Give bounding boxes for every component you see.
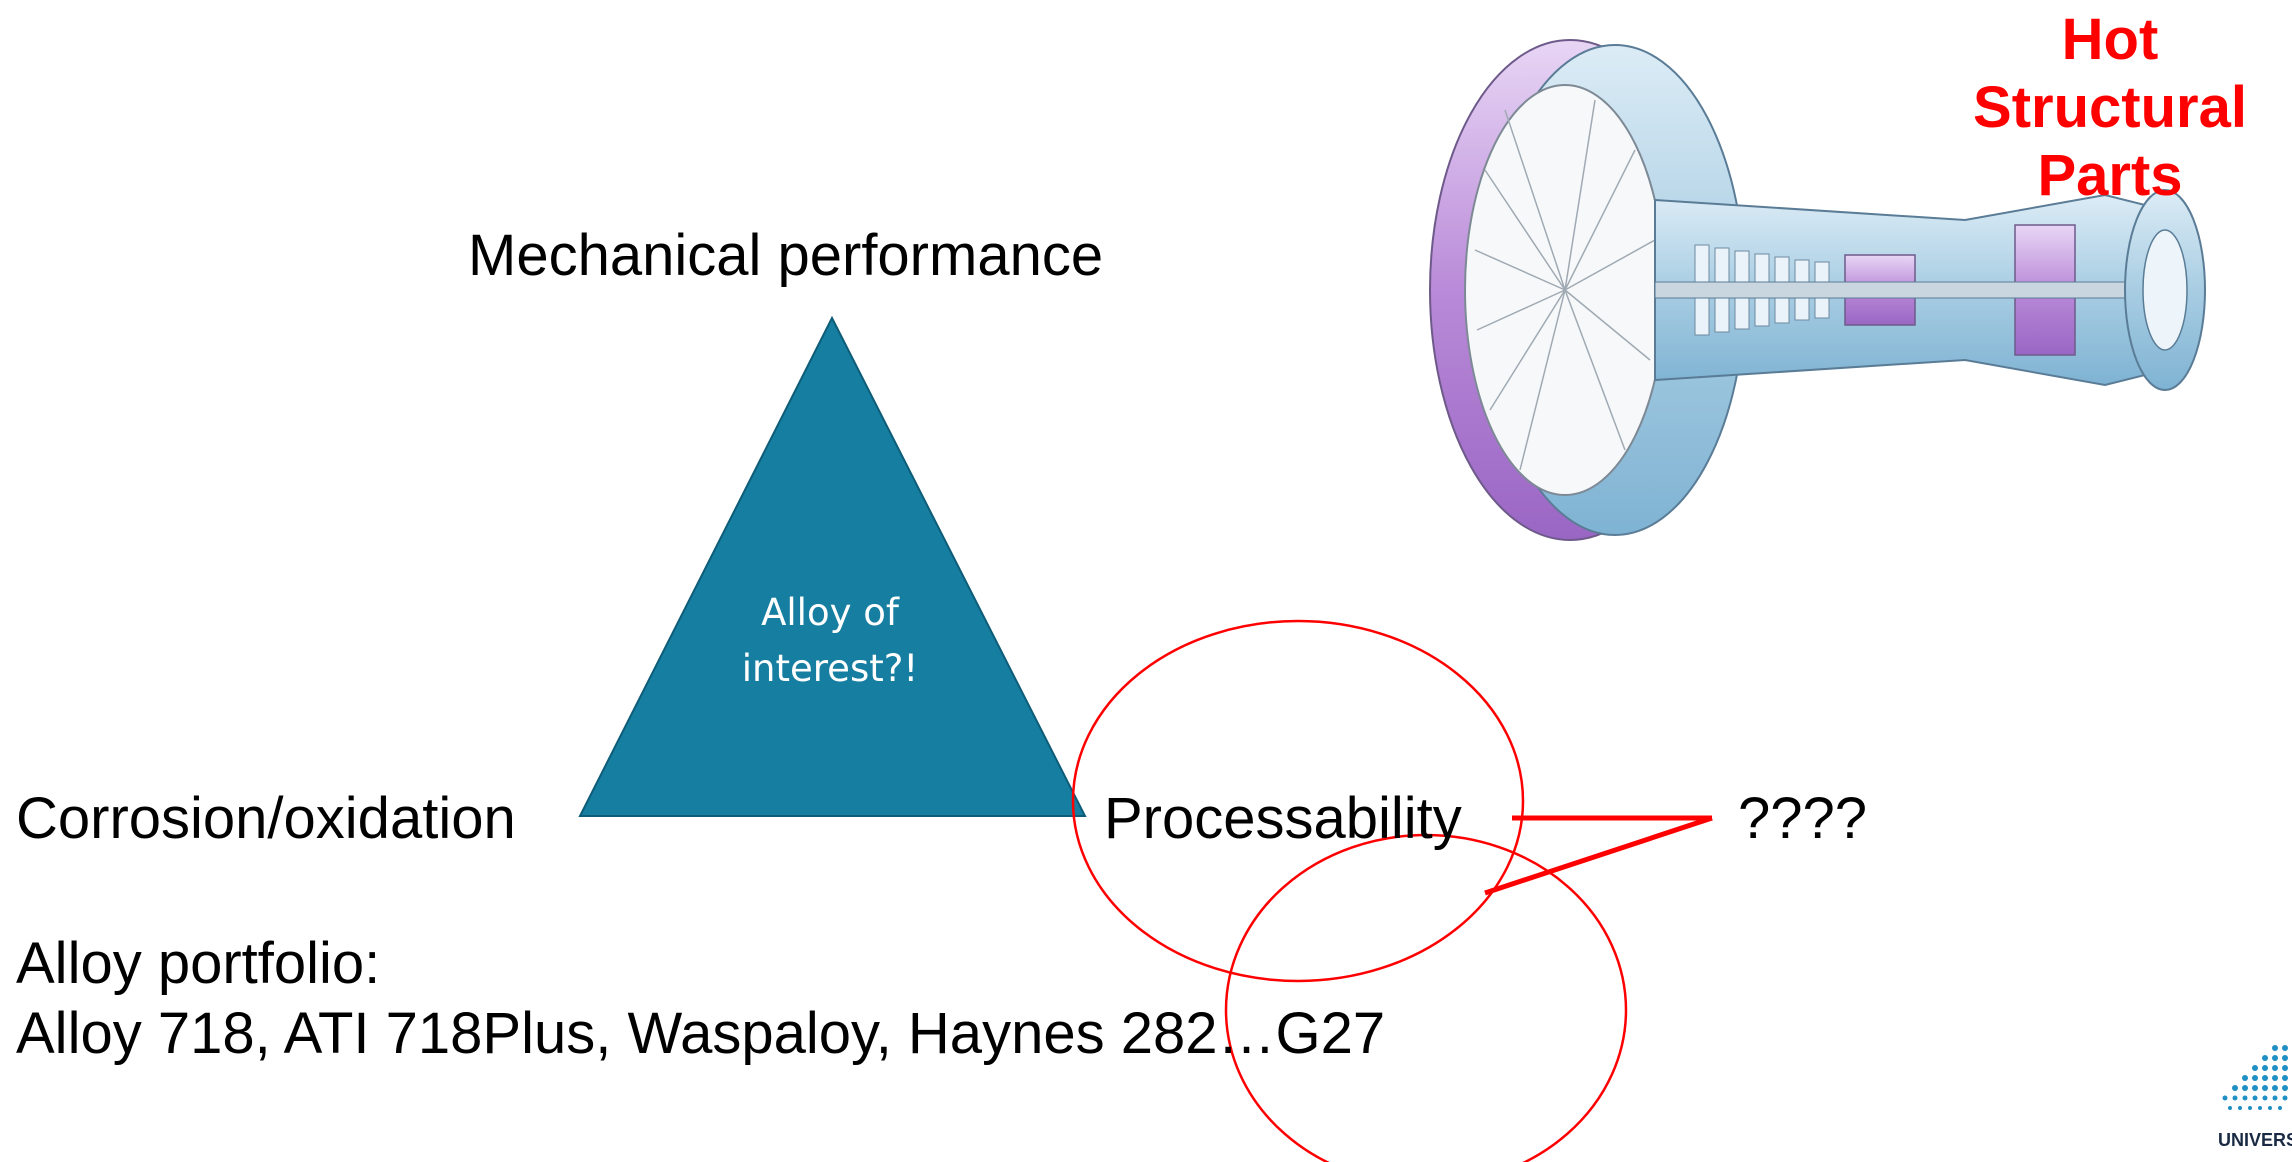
- callout-line-3: Parts: [2037, 143, 2183, 208]
- callout-line-1: Hot: [2061, 7, 2159, 72]
- corrosion-oxidation-label: Corrosion/oxidation: [16, 786, 516, 851]
- triangle-text-line-2: interest?!: [741, 647, 919, 690]
- triangle-text-line-1: Alloy of: [761, 591, 899, 634]
- g27-circle: [1224, 833, 1628, 1162]
- processability-label: Processability: [1104, 786, 1462, 851]
- alloy-portfolio-heading: Alloy portfolio:: [16, 931, 381, 996]
- university-logo-icon: [2222, 1045, 2288, 1110]
- hot-structural-parts-callout: Hot Structural Parts: [1930, 6, 2290, 210]
- processability-circle: [1071, 619, 1525, 983]
- question-marks-label: ????: [1738, 786, 1868, 851]
- alloy-portfolio-list: Alloy 718, ATI 718Plus, Waspaloy, Haynes…: [16, 1001, 1386, 1066]
- callout-line-2: Structural: [1973, 75, 2247, 140]
- triangle-center-text: Alloy of interest?!: [700, 585, 960, 697]
- engine-illustration: [1429, 39, 2206, 541]
- alloy-triangle: [578, 315, 1087, 817]
- mechanical-performance-label: Mechanical performance: [468, 223, 1104, 288]
- connector-line-diagonal: [1484, 815, 1713, 896]
- university-logo-text: UNIVERSITY: [2218, 1130, 2292, 1150]
